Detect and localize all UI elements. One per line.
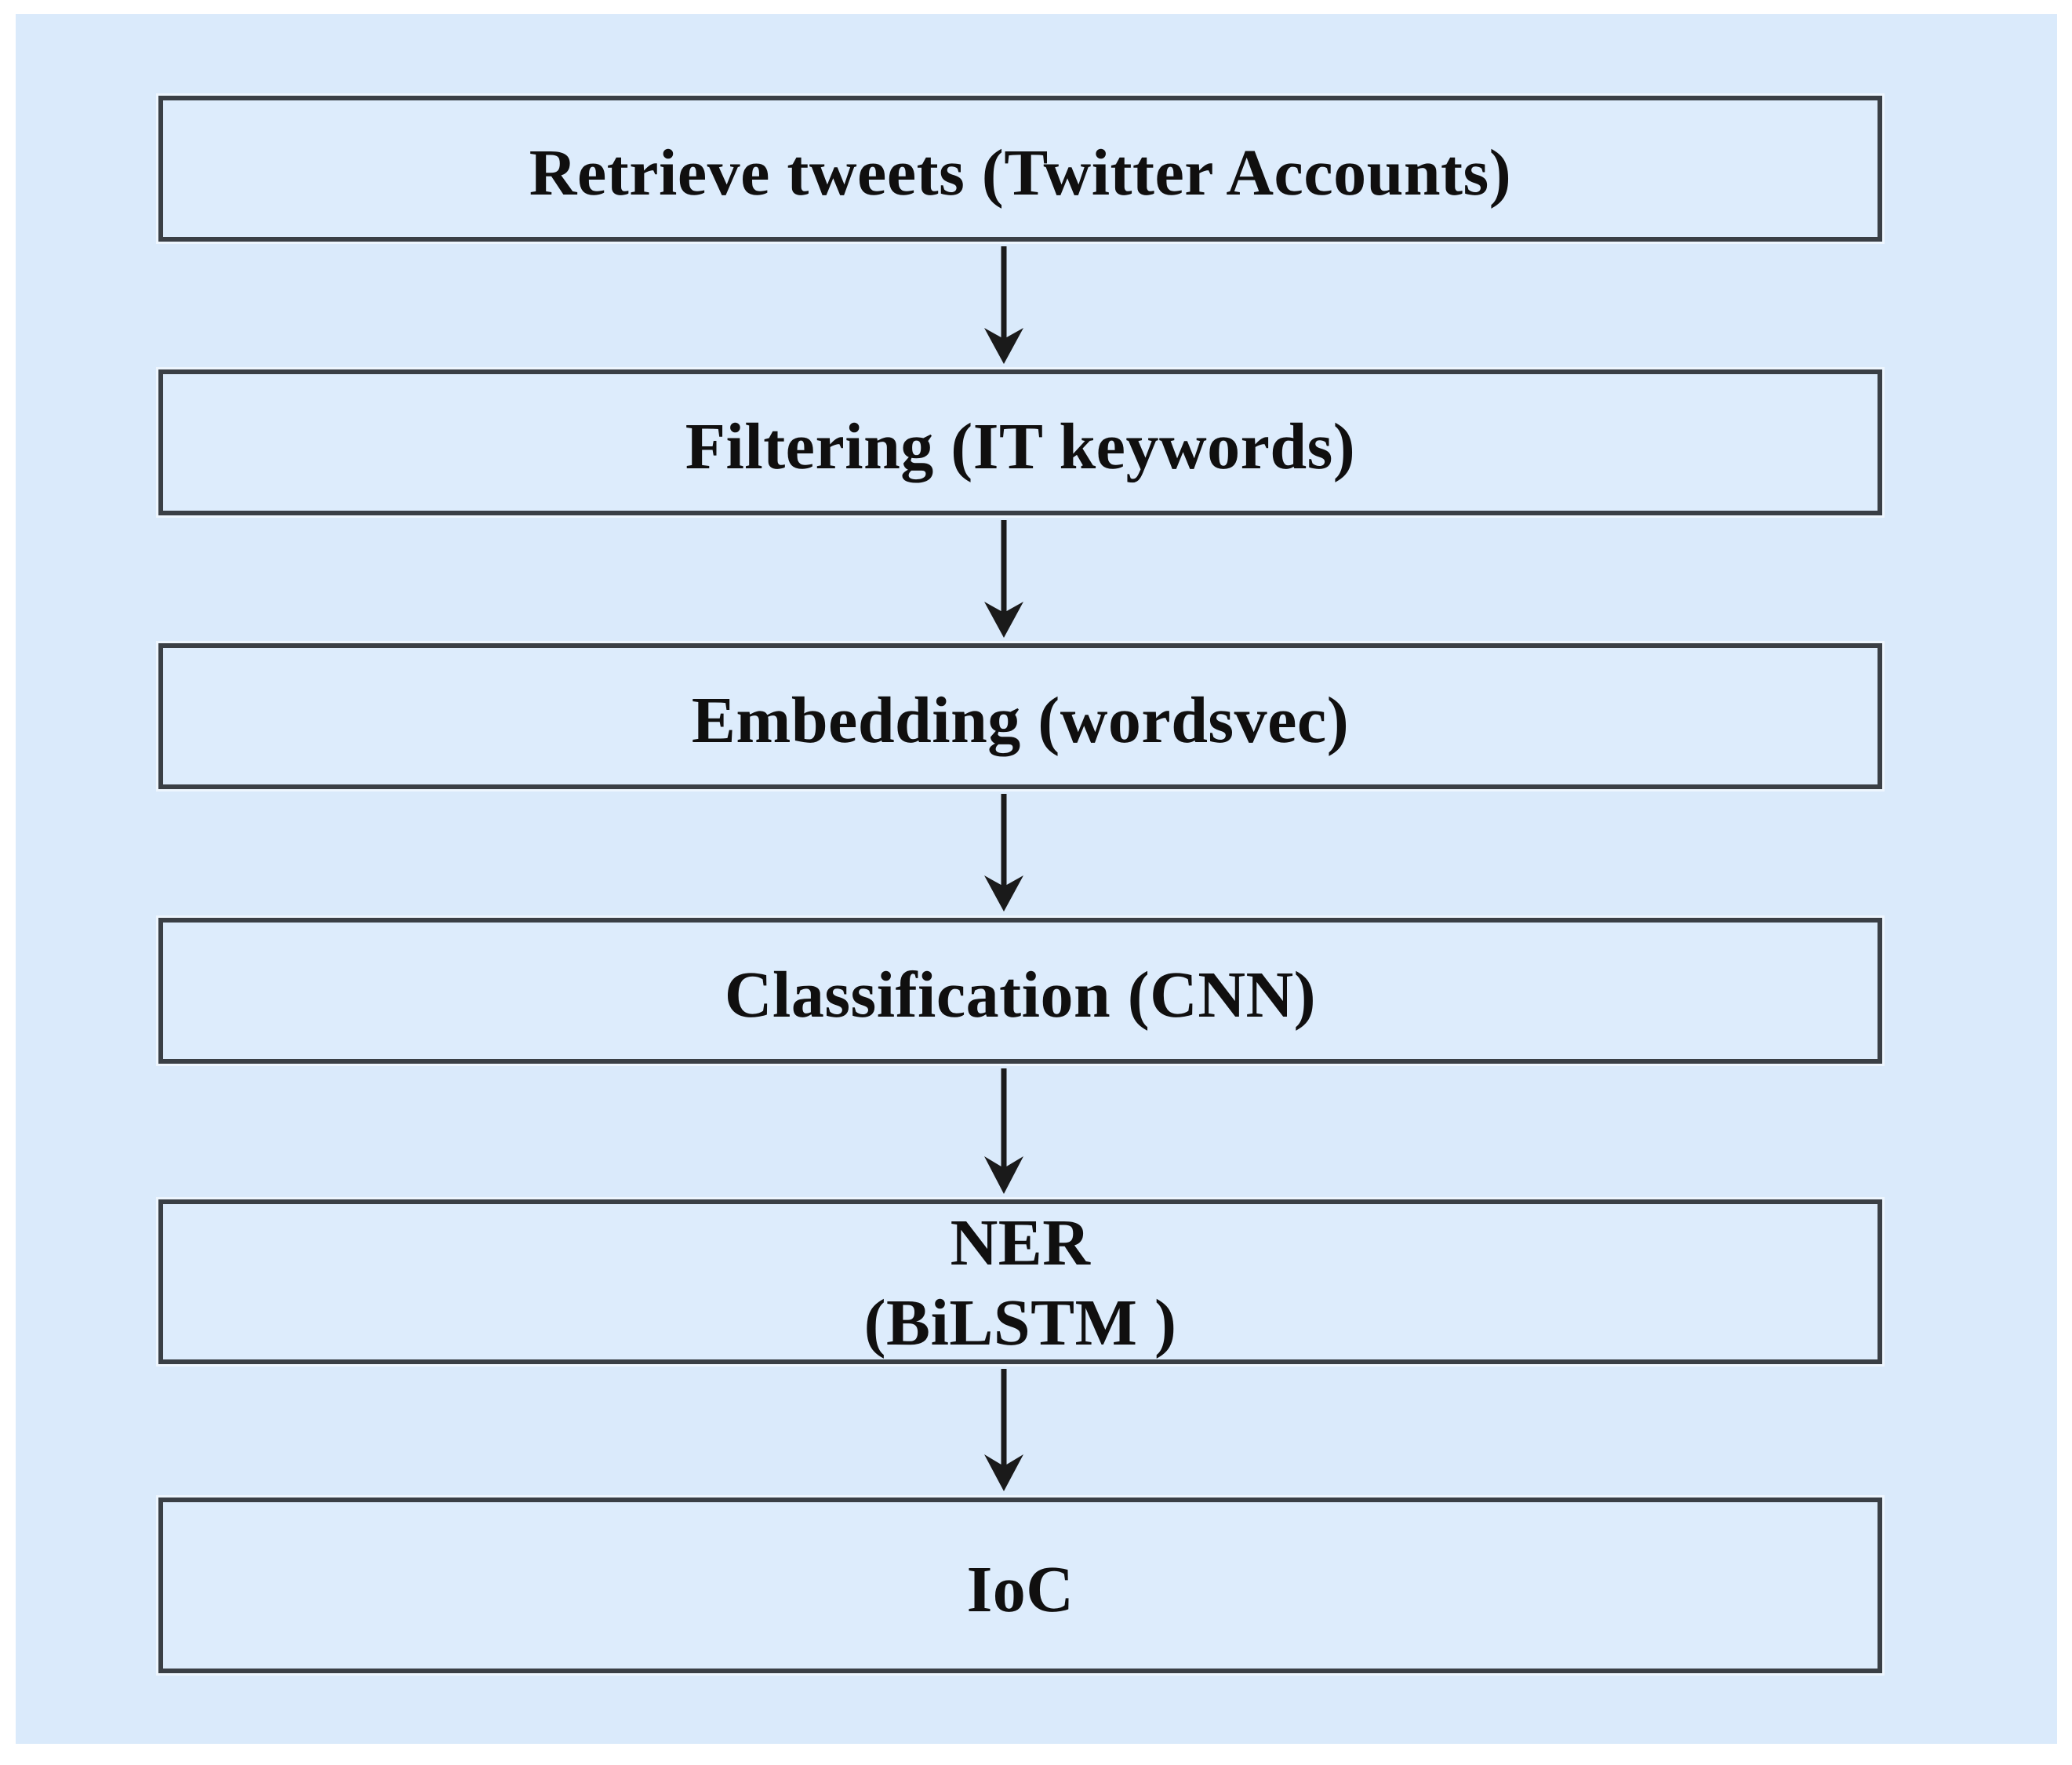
down-arrow-icon [974, 246, 1034, 366]
flow-node-ner: NER (BiLSTM ) [158, 1199, 1882, 1364]
flow-node-ioc: IoC [158, 1498, 1882, 1673]
flow-node-label: Retrieve tweets (Twitter Accounts) [529, 136, 1512, 210]
flow-node-label: Classification (CNN) [724, 959, 1317, 1032]
down-arrow-icon [974, 1369, 1034, 1493]
flow-node-label: NER (BiLSTM ) [863, 1206, 1177, 1359]
flow-node-classification: Classification (CNN) [158, 918, 1882, 1064]
down-arrow-icon [974, 1068, 1034, 1195]
flow-node-label: IoC [966, 1553, 1074, 1627]
flow-node-retrieve-tweets: Retrieve tweets (Twitter Accounts) [158, 96, 1882, 242]
flow-node-label: Filtering (IT keywords) [685, 410, 1356, 484]
flow-node-label: Embedding (wordsvec) [691, 684, 1350, 758]
flow-node-embedding: Embedding (wordsvec) [158, 643, 1882, 789]
down-arrow-icon [974, 520, 1034, 639]
down-arrow-icon [974, 794, 1034, 913]
flowchart-panel: Retrieve tweets (Twitter Accounts) Filte… [16, 14, 2057, 1744]
flow-node-filtering: Filtering (IT keywords) [158, 369, 1882, 515]
